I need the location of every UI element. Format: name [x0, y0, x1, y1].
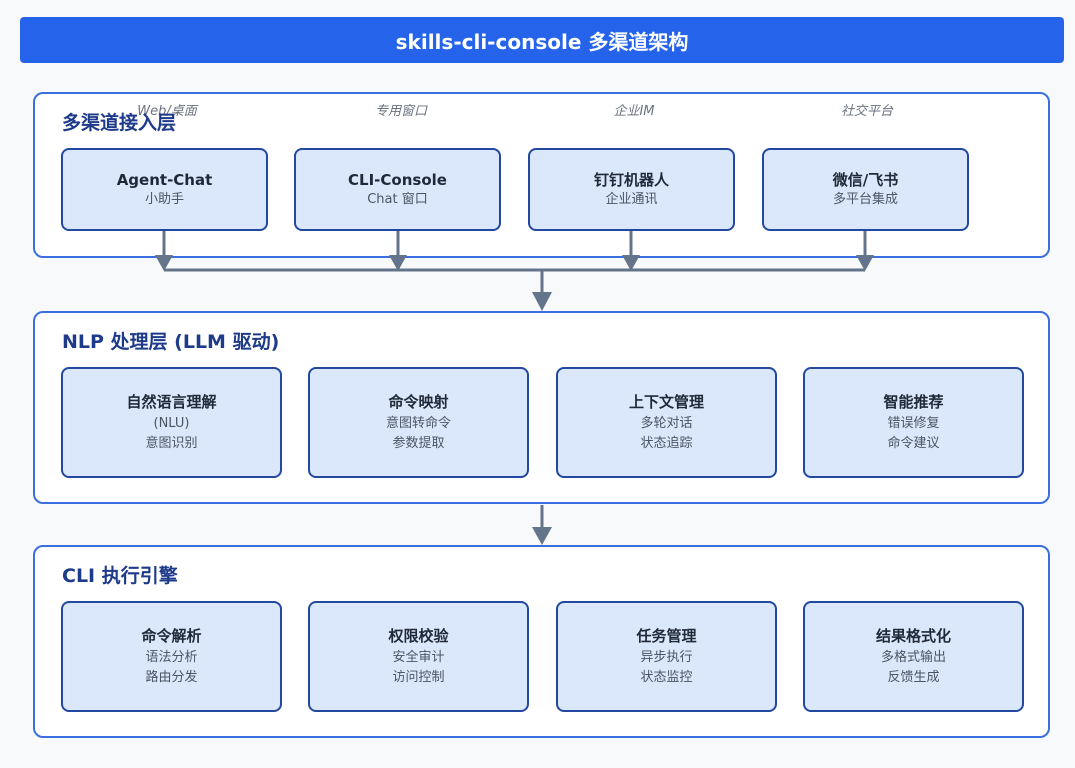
box-title: 上下文管理: [628, 392, 704, 411]
layer-title: NLP 处理层 (LLM 驱动): [62, 331, 280, 353]
arrow-head: [532, 292, 552, 311]
box-line: 多格式输出: [880, 649, 946, 665]
box-wechat-feishu: 微信/飞书 多平台集成: [762, 148, 969, 231]
diagram-title: skills-cli-console 多渠道架构: [20, 17, 1064, 63]
box-line: 反馈生成: [887, 669, 940, 685]
box-title: 自然语言理解: [126, 392, 217, 411]
box-nlu: 自然语言理解 (NLU) 意图识别: [61, 367, 282, 478]
box-title: 任务管理: [636, 626, 697, 645]
box-title: 钉钉机器人: [593, 170, 669, 189]
box-line: 意图转命令: [385, 415, 451, 431]
arrow-head: [532, 527, 552, 545]
channel-label-enterprise-im: 企业IM: [613, 104, 655, 119]
box-line: 参数提取: [392, 435, 445, 451]
box-subtitle: Chat 窗口: [367, 191, 428, 207]
box-agent-chat: Agent-Chat 小助手: [61, 148, 268, 231]
box-title: Agent-Chat: [116, 170, 213, 189]
box-dingtalk-bot: 钉钉机器人 企业通讯: [528, 148, 735, 231]
box-command-mapping: 命令映射 意图转命令 参数提取: [308, 367, 529, 478]
box-title: 结果格式化: [875, 626, 951, 645]
box-cli-console: CLI-Console Chat 窗口: [294, 148, 501, 231]
box-line: 多轮对话: [640, 415, 693, 431]
box-line: 意图识别: [145, 435, 198, 451]
box-subtitle: 多平台集成: [832, 191, 898, 207]
box-smart-recommend: 智能推荐 错误修复 命令建议: [803, 367, 1024, 478]
box-line: 路由分发: [145, 669, 198, 685]
box-permission-check: 权限校验 安全审计 访问控制: [308, 601, 529, 712]
box-title: 命令映射: [388, 392, 449, 411]
box-subtitle: 小助手: [144, 191, 184, 207]
box-line: 命令建议: [887, 435, 940, 451]
layer-cli-engine: CLI 执行引擎 命令解析 语法分析 路由分发 权限校验 安全审计 访问控制 任…: [33, 545, 1050, 738]
box-title: 权限校验: [388, 626, 449, 645]
box-line: 异步执行: [640, 649, 693, 665]
box-task-management: 任务管理 异步执行 状态监控: [556, 601, 777, 712]
box-context-management: 上下文管理 多轮对话 状态追踪: [556, 367, 777, 478]
box-command-parse: 命令解析 语法分析 路由分发: [61, 601, 282, 712]
channel-label-dedicated: 专用窗口: [374, 104, 427, 119]
box-result-format: 结果格式化 多格式输出 反馈生成: [803, 601, 1024, 712]
layer-channel-access: Web/桌面 专用窗口 企业IM 社交平台 多渠道接入层 Agent-Chat …: [33, 92, 1050, 258]
box-title: 智能推荐: [883, 392, 944, 411]
box-line: 状态追踪: [640, 435, 693, 451]
channel-label-web: Web/桌面: [137, 104, 197, 119]
layer-title: CLI 执行引擎: [62, 565, 178, 587]
box-subtitle: 企业通讯: [605, 191, 658, 207]
box-title: 命令解析: [141, 626, 202, 645]
box-title: 微信/飞书: [832, 170, 899, 189]
box-line: 错误修复: [887, 415, 940, 431]
box-line: 安全审计: [392, 649, 445, 665]
layer-nlp: NLP 处理层 (LLM 驱动) 自然语言理解 (NLU) 意图识别 命令映射 …: [33, 311, 1050, 504]
box-line: 语法分析: [145, 649, 198, 665]
box-line: 访问控制: [392, 669, 445, 685]
layer-title: 多渠道接入层: [62, 112, 177, 134]
box-line: (NLU): [153, 415, 190, 431]
box-title: CLI-Console: [348, 170, 447, 189]
channel-label-social: 社交平台: [840, 104, 893, 119]
box-line: 状态监控: [640, 669, 693, 685]
